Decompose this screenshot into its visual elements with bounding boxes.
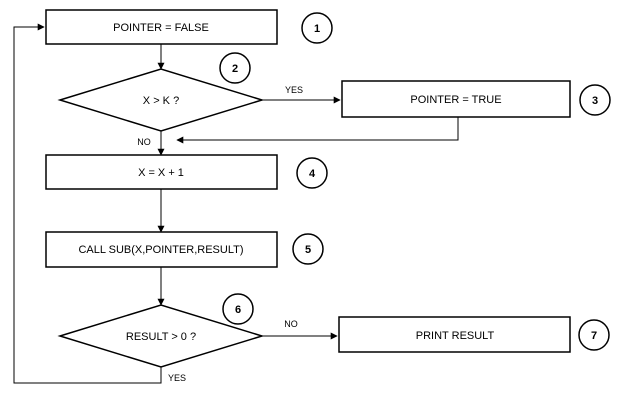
step-badge-5: 5 bbox=[292, 233, 324, 265]
decision-result-gt-0-label: RESULT > 0 ? bbox=[126, 331, 196, 343]
edge-6-yes-label: YES bbox=[168, 373, 186, 383]
decision-x-gt-k: X > K ? bbox=[57, 68, 265, 132]
process-increment-x: X = X + 1 bbox=[45, 154, 278, 190]
step-badge-7-number: 7 bbox=[591, 330, 597, 342]
process-pointer-true-label: POINTER = TRUE bbox=[410, 94, 501, 106]
edge-6-yes-loop-to-1 bbox=[13, 23, 162, 384]
process-print-result: PRINT RESULT bbox=[338, 316, 571, 353]
step-badge-3: 3 bbox=[579, 84, 611, 116]
process-pointer-true: POINTER = TRUE bbox=[341, 80, 571, 118]
step-badge-6-number: 6 bbox=[235, 304, 241, 316]
process-call-sub-label: CALL SUB(X,POINTER,RESULT) bbox=[78, 244, 243, 256]
step-badge-6: 6 bbox=[222, 293, 254, 325]
edge-2-yes-label: YES bbox=[285, 85, 303, 95]
edge-3-to-merge bbox=[176, 117, 459, 144]
step-badge-1-number: 1 bbox=[314, 23, 320, 35]
step-badge-3-number: 3 bbox=[592, 95, 598, 107]
step-badge-5-number: 5 bbox=[305, 244, 311, 256]
process-pointer-false: POINTER = FALSE bbox=[45, 9, 278, 45]
step-badge-4: 4 bbox=[296, 157, 328, 189]
process-call-sub: CALL SUB(X,POINTER,RESULT) bbox=[45, 231, 278, 268]
step-badge-4-number: 4 bbox=[309, 168, 316, 180]
edge-6-no-label: NO bbox=[284, 319, 298, 329]
process-increment-x-label: X = X + 1 bbox=[138, 167, 184, 179]
step-badge-7: 7 bbox=[578, 319, 610, 351]
process-print-result-label: PRINT RESULT bbox=[416, 330, 495, 342]
edge-2-no-label: NO bbox=[137, 137, 151, 147]
step-badge-1: 1 bbox=[301, 12, 333, 44]
step-badge-2: 2 bbox=[219, 52, 251, 84]
step-badge-2-number: 2 bbox=[232, 63, 238, 75]
process-pointer-false-label: POINTER = FALSE bbox=[113, 22, 209, 34]
decision-x-gt-k-label: X > K ? bbox=[143, 95, 179, 107]
